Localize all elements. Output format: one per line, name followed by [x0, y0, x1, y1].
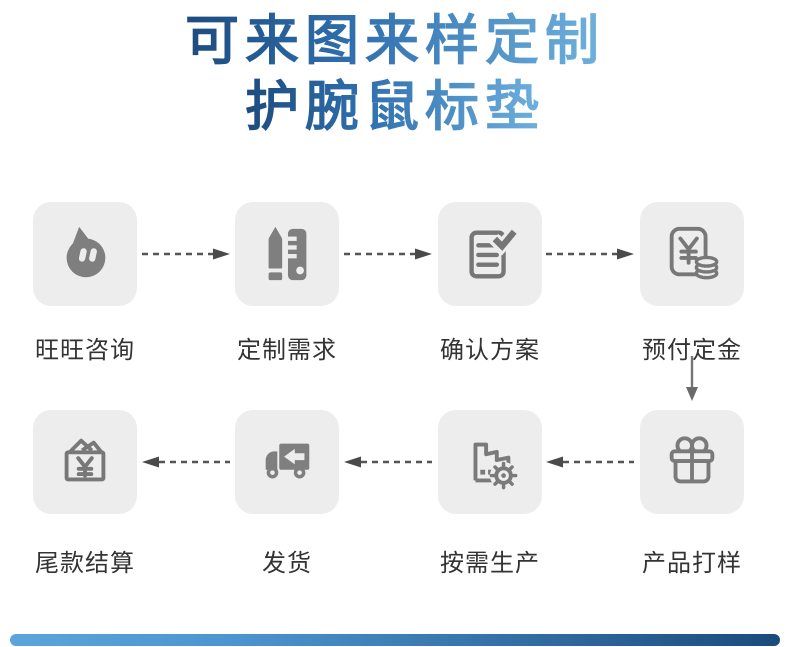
footer-gradient-bar: [10, 634, 780, 646]
factory-gear-icon: [473, 442, 518, 490]
step-label: 旺旺咨询: [35, 337, 135, 364]
arrow-left-icon: [142, 455, 230, 474]
step-card-shipping: [235, 410, 339, 514]
arrow-right-icon: [142, 247, 230, 266]
gift-box-icon: [669, 436, 715, 484]
step-label: 产品打样: [642, 550, 742, 577]
arrow-left-icon: [344, 455, 432, 474]
step-card-wangwang: [33, 202, 137, 306]
document-check-icon: [469, 226, 520, 279]
wangwang-chat-icon: [66, 226, 106, 278]
step-label: 确认方案: [440, 337, 540, 364]
yuan-card-coins-icon: [669, 226, 719, 280]
step-card-confirm: [438, 202, 542, 306]
step-label: 发货: [262, 550, 312, 577]
step-card-requirements: [235, 202, 339, 306]
arrow-right-icon: [344, 247, 432, 266]
wallet-yuan-icon: [64, 438, 106, 482]
title-line-1: 可来图来样定制: [185, 8, 605, 74]
step-card-production: [438, 410, 542, 514]
page-title: 可来图来样定制 护腕鼠标垫: [0, 8, 790, 140]
step-label: 尾款结算: [35, 550, 135, 577]
arrow-left-icon: [546, 455, 634, 474]
arrow-down-icon: [685, 356, 699, 407]
step-card-deposit: [640, 202, 744, 306]
pencil-ruler-icon: [268, 226, 307, 281]
title-line-2: 护腕鼠标垫: [245, 74, 545, 140]
step-label: 定制需求: [237, 337, 337, 364]
delivery-truck-icon: [265, 443, 310, 479]
arrow-right-icon: [546, 247, 634, 266]
step-card-final-payment: [33, 410, 137, 514]
step-label: 按需生产: [440, 550, 540, 577]
step-card-sampling: [640, 410, 744, 514]
